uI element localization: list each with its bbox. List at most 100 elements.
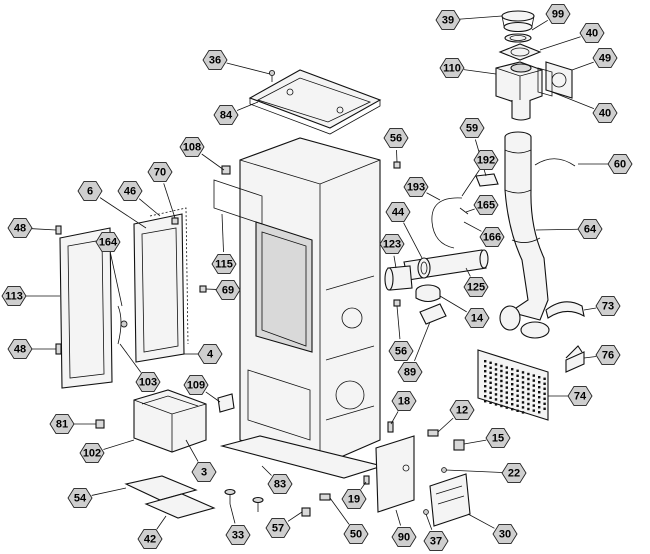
callout-bubble xyxy=(147,161,173,183)
callout-label: 18 xyxy=(398,396,410,408)
callout-label: 125 xyxy=(467,282,485,294)
leader-line xyxy=(445,469,503,473)
callout-bubble xyxy=(379,233,405,255)
leader-line xyxy=(396,305,401,340)
callout-label: 69 xyxy=(222,285,234,297)
leader-line xyxy=(465,208,475,213)
grille-hole xyxy=(521,386,525,389)
callout-3: 3 xyxy=(185,439,217,483)
grille-hole xyxy=(532,394,535,397)
callout-label: 90 xyxy=(398,532,410,544)
callout-166: 166 xyxy=(463,221,505,248)
callout-label: 84 xyxy=(220,110,233,122)
flue-box-110 xyxy=(495,61,543,121)
callout-bubble xyxy=(473,149,499,171)
grille-hole xyxy=(489,366,492,369)
callout-label: 103 xyxy=(139,377,157,389)
callout-60: 60 xyxy=(578,153,633,175)
callout-bubble xyxy=(385,201,411,223)
o-ring-44 xyxy=(417,257,431,279)
grille-hole xyxy=(516,369,519,372)
callout-label: 33 xyxy=(232,530,244,542)
grille-hole xyxy=(516,384,519,387)
grille-hole xyxy=(505,401,508,404)
glass-46 xyxy=(149,207,189,345)
grille-hole xyxy=(511,388,514,391)
grille-hole xyxy=(543,382,546,385)
callout-74: 74 xyxy=(548,385,593,407)
panel-54 xyxy=(124,475,198,501)
leader-line xyxy=(461,169,480,197)
grille-hole xyxy=(500,404,503,408)
grille-hole xyxy=(532,374,535,377)
grille-hole xyxy=(511,368,514,371)
leader-line xyxy=(287,511,303,522)
callout-label: 164 xyxy=(99,237,118,249)
callout-37: 37 xyxy=(423,513,449,552)
callout-label: 81 xyxy=(56,419,68,431)
grille-hole xyxy=(484,385,487,388)
leader-line xyxy=(393,255,397,269)
callout-bubble xyxy=(545,3,571,25)
leader-line xyxy=(437,417,454,433)
callout-label: 115 xyxy=(215,259,233,271)
leader-line xyxy=(119,343,142,373)
callout-bubble xyxy=(479,226,505,248)
callout-label: 50 xyxy=(350,529,362,541)
grille-hole xyxy=(511,393,514,396)
callout-12: 12 xyxy=(437,399,475,433)
hose-192-193 xyxy=(431,197,469,249)
callout-bubble xyxy=(341,488,367,510)
grille-hole xyxy=(521,401,525,404)
grille-hole xyxy=(543,397,546,400)
callout-83: 83 xyxy=(261,465,293,495)
grille-hole xyxy=(521,396,525,399)
callout-bubble xyxy=(211,253,237,275)
callout-label: 74 xyxy=(574,391,587,403)
grille-hole xyxy=(532,379,535,382)
callout-56a: 56 xyxy=(383,127,409,163)
leader-line xyxy=(229,503,236,524)
callout-label: 54 xyxy=(74,493,87,505)
grille-hole xyxy=(511,378,514,381)
callout-164: 164 xyxy=(95,231,123,307)
callout-bubble xyxy=(197,343,223,365)
clip-50 xyxy=(319,493,331,501)
grille-hole xyxy=(532,404,535,407)
grille-hole xyxy=(538,386,541,389)
callout-label: 3 xyxy=(201,467,207,479)
grille-hole xyxy=(494,403,498,406)
leader-line xyxy=(539,36,581,51)
grille-hole xyxy=(500,394,503,398)
grille-hole xyxy=(484,390,487,393)
grille-hole xyxy=(521,381,525,384)
switch-12 xyxy=(427,429,439,437)
grille-hole xyxy=(538,411,541,414)
grille-hole xyxy=(511,398,514,401)
callout-label: 165 xyxy=(477,200,495,212)
callout-bubble xyxy=(464,307,490,329)
callout-76: 76 xyxy=(583,344,621,366)
grille-hole xyxy=(484,370,487,373)
callout-bubble xyxy=(423,530,449,552)
callout-30: 30 xyxy=(467,513,518,545)
flue-pipe-64 xyxy=(499,131,550,339)
leader-line xyxy=(360,481,367,490)
grille-hole xyxy=(500,374,503,378)
callout-48b: 48 xyxy=(7,338,56,360)
callout-label: 59 xyxy=(466,123,478,135)
grille-hole xyxy=(521,376,525,379)
leader-line xyxy=(110,253,123,307)
grille-hole xyxy=(484,380,487,383)
callout-bubble xyxy=(595,295,621,317)
main-body-frame xyxy=(213,137,381,467)
callout-label: 48 xyxy=(14,223,26,235)
door-113 xyxy=(59,227,113,389)
grille-hole xyxy=(489,381,492,384)
callout-81: 81 xyxy=(49,413,96,435)
callout-108: 108 xyxy=(179,136,225,171)
grille-hole xyxy=(500,384,503,388)
callout-label: 44 xyxy=(392,207,405,219)
grille-hole xyxy=(511,408,514,411)
